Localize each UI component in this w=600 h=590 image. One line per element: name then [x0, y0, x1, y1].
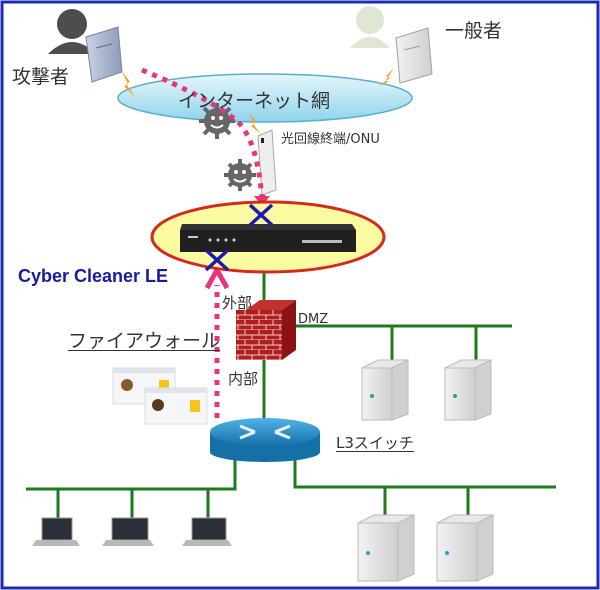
general-user-icon — [350, 6, 433, 84]
internal-server-icon — [357, 514, 415, 582]
dmz-label: DMZ — [298, 312, 329, 327]
laptop-icon — [182, 517, 232, 546]
laptop-icon — [32, 517, 80, 546]
firewall-icon — [236, 300, 296, 360]
laptop-icon — [102, 517, 154, 546]
dmz-server-icon — [444, 359, 492, 421]
dmz-server-icon — [361, 359, 409, 421]
internal-server-icon — [436, 514, 494, 582]
id-cards-icon — [112, 367, 208, 425]
firewall-label: ファイアウォール — [68, 330, 221, 352]
block-mark-x-icon — [204, 248, 230, 272]
l3-switch-icon — [210, 418, 320, 462]
outside-label: 外部 — [222, 294, 253, 312]
lightning-icon — [378, 68, 394, 86]
lightning-icon — [249, 112, 261, 134]
internet-label: インターネット網 — [178, 90, 331, 112]
internet-cloud — [117, 73, 413, 123]
general-user-label: 一般者 — [445, 20, 503, 42]
attacker-label: 攻撃者 — [12, 66, 70, 88]
line-switch-left-bus — [26, 452, 237, 491]
cyber-cleaner-appliance — [180, 224, 356, 252]
l3-switch-label: L3スイッチ — [336, 434, 414, 452]
virus-icon — [224, 159, 256, 191]
block-mark-x-icon — [248, 203, 274, 227]
line-switch-right-bus — [293, 452, 556, 489]
product-label: Cyber Cleaner LE — [18, 266, 169, 286]
network-lines — [26, 195, 556, 522]
inside-label: 内部 — [228, 370, 259, 388]
virus-icon — [199, 103, 235, 139]
onu-label: 光回線終端/ONU — [281, 132, 380, 147]
lightning-icon — [121, 70, 136, 98]
